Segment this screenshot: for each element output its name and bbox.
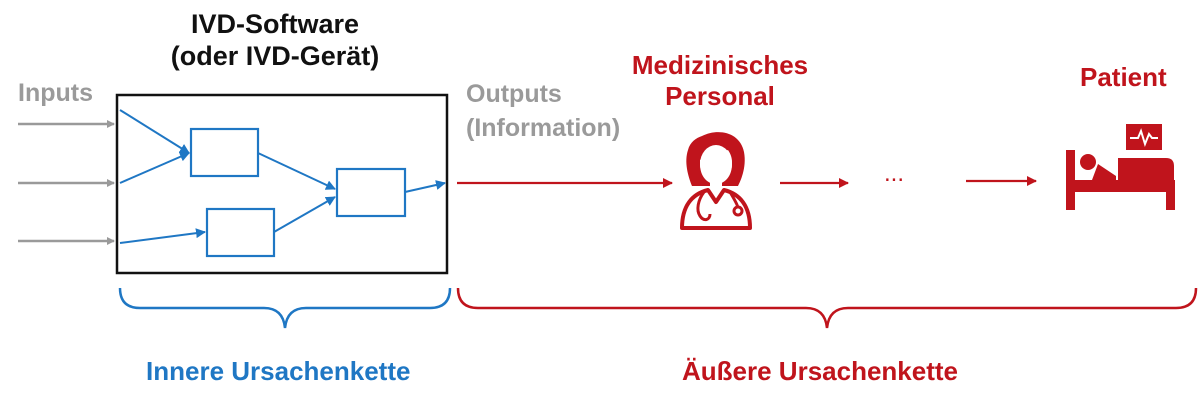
inner-block-3 [335, 167, 407, 218]
patient-label: Patient [1080, 62, 1167, 92]
inner-chain-label: Innere Ursachenkette [146, 356, 411, 386]
inner-arrow-a [119, 109, 190, 154]
outer-chain-label: Äußere Ursachenkette [682, 356, 958, 386]
inner-block-1 [189, 127, 260, 178]
inner-blocks [189, 127, 407, 258]
inner-arrow-d [257, 152, 336, 190]
input-arrows [18, 120, 115, 245]
ellipsis: ... [884, 160, 905, 187]
software-title-line1: IVD-Software [190, 9, 360, 39]
outputs-label-line2: (Information) [466, 113, 621, 142]
inner-arrow-b [119, 152, 190, 184]
software-box [115, 93, 449, 275]
inner-arrow-c [119, 228, 206, 244]
outer-arrows [457, 176, 1037, 188]
patient-in-bed-icon [1066, 124, 1175, 210]
personnel-label: Medizinisches Personal [600, 50, 840, 112]
inner-block-2 [205, 207, 276, 258]
inner-arrow-out [404, 180, 446, 193]
personnel-label-line1: Medizinisches [631, 50, 809, 80]
personnel-label-line2: Personal [665, 81, 775, 112]
inputs-label: Inputs [18, 79, 93, 107]
outputs-label-line1: Outputs [466, 80, 562, 108]
outer-chain-brace [456, 287, 1198, 329]
inner-arrows [119, 109, 446, 244]
doctor-icon [680, 132, 752, 230]
software-title-line2: (oder IVD-Gerät) [170, 41, 380, 72]
inner-chain-brace [118, 287, 452, 329]
software-title: IVD-Software (oder IVD-Gerät) [150, 8, 400, 73]
outputs-label: Outputs (Information) [466, 78, 620, 146]
inner-arrow-e [273, 196, 336, 233]
